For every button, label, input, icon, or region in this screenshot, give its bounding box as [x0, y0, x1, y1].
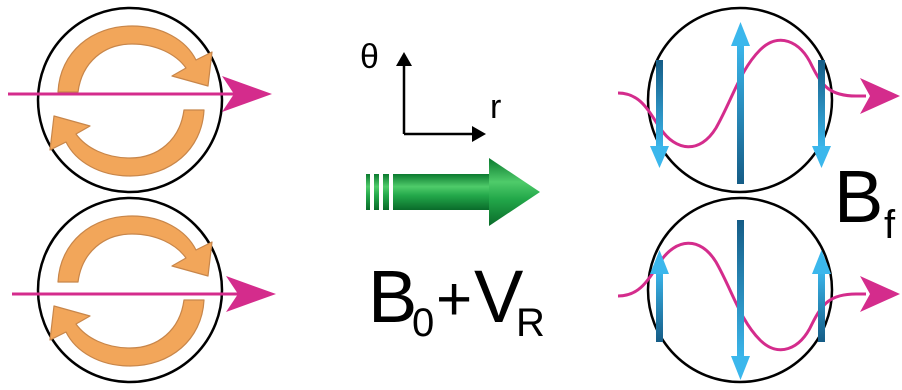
coordinate-axes: θ r: [360, 38, 501, 142]
vertical-double-arrow-icon: [731, 22, 750, 184]
r-axis-arrowhead-icon: [472, 126, 486, 142]
final-field-b: B: [834, 155, 883, 238]
formula-plus: +: [436, 265, 472, 334]
formula-b-subscript: 0: [412, 301, 434, 345]
circular-flow-arrows-icon: [50, 26, 212, 176]
final-field-subscript: f: [884, 203, 896, 247]
green-right-arrow-icon: [366, 158, 540, 226]
vertical-double-arrow-icon: [650, 60, 669, 168]
final-field-label: B f: [834, 155, 896, 247]
formula-b0-plus-vr: B 0 + V R: [368, 255, 545, 345]
r-label: r: [490, 88, 501, 126]
left-top-vortex-group: [8, 8, 272, 192]
formula-b: B: [368, 255, 417, 338]
theta-axis-arrowhead-icon: [396, 52, 412, 66]
theta-label: θ: [360, 38, 379, 76]
formula-v-subscript: R: [516, 301, 545, 345]
left-bottom-vortex-group: [12, 198, 276, 382]
circular-flow-arrows-icon: [50, 216, 212, 366]
